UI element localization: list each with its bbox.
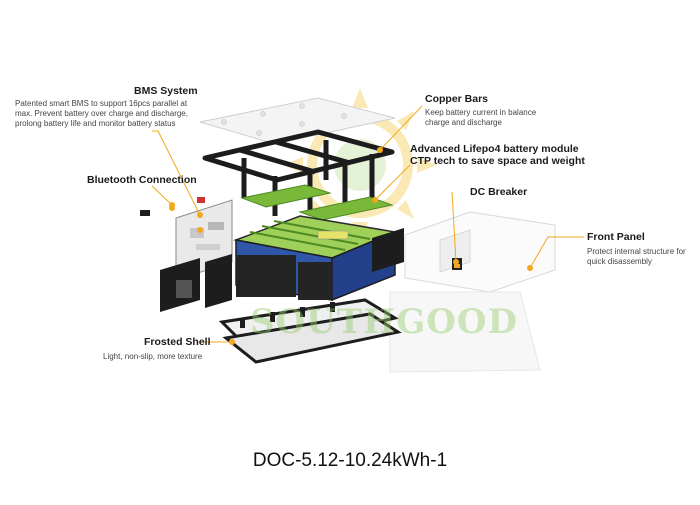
front-panel-desc-2: quick disassembly [587,257,652,266]
bms-system-desc-2: max. Prevent battery over charge and dis… [15,109,188,118]
battery-module-title-2: CTP tech to save space and weight [410,155,585,167]
leader-lines [151,105,584,343]
copper-bars-desc-1: Keep battery current in balance [425,108,537,117]
frosted-shell-desc: Light, non-slip, more texture [103,352,203,361]
dc-breaker-title: DC Breaker [470,186,528,198]
pcb-strips [240,184,394,221]
lid-screw-holes [221,103,347,136]
bluetooth-connection-title: Bluetooth Connection [87,174,197,186]
top-lid [199,97,396,145]
copper-bars-desc-2: charge and discharge [425,118,502,127]
front-panel-housing [389,211,556,373]
frosted-shell-title: Frosted Shell [144,336,211,348]
model-caption: DOC-5.12-10.24kWh-1 [252,450,448,471]
right-bracket [372,228,404,272]
copper-bars-title: Copper Bars [425,93,489,105]
battery-module [233,215,398,302]
bms-system-desc-3: prolong battery life and monitor battery… [15,119,176,128]
front-panel-desc-1: Protect internal structure for [587,247,686,256]
bms-system-desc-1: Patented smart BMS to support 16pcs para… [15,99,188,108]
leader-dots [169,147,533,345]
bms-system-title: BMS System [134,85,198,97]
watermark-text: SOUTHGOOD [250,302,519,342]
frosted-shell-base [218,298,402,364]
left-brackets [160,254,232,312]
front-panel-title: Front Panel [587,231,645,243]
battery-module-title-1: Advanced Lifepo4 battery module [410,143,579,155]
